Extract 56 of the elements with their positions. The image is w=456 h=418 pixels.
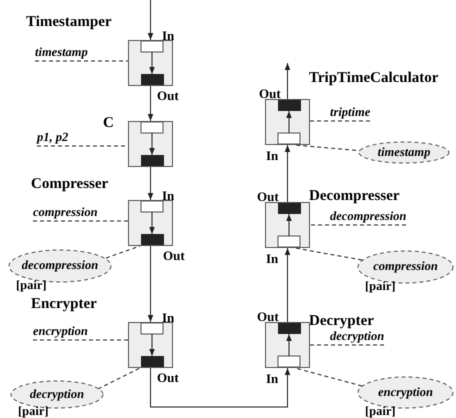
dependency-ellipse [357, 250, 454, 292]
port-label: Out [157, 89, 179, 102]
parameter-label: timestamp [35, 46, 88, 60]
component-name: C [103, 116, 114, 131]
port-label: In [266, 252, 278, 265]
parameter-label: decryption [330, 330, 384, 344]
port-label: Out [257, 190, 279, 203]
component-name: Decrypter [309, 314, 374, 329]
arrow [148, 86, 154, 122]
port-label: In [162, 189, 174, 202]
dependency-ellipse [8, 249, 112, 291]
leader-line [34, 60, 128, 62]
port-label: Out [257, 310, 279, 323]
parameter-label: decompression [330, 210, 406, 224]
port-label: In [162, 311, 174, 324]
component-name: Compresser [31, 177, 108, 192]
arrow [150, 368, 290, 408]
leader-line [98, 368, 140, 390]
leader-line [310, 224, 406, 226]
arrow [148, 166, 154, 200]
port-label: Out [157, 371, 179, 384]
arrow [284, 62, 290, 100]
parameter-label: compression [33, 206, 98, 220]
port-label: Out [163, 249, 185, 262]
parameter-label: encryption [33, 325, 88, 339]
leader-line [294, 368, 362, 386]
pair-tag: [pair] [365, 405, 396, 418]
leader-line [294, 248, 362, 260]
leader-line [106, 246, 140, 258]
port-label: In [266, 149, 278, 162]
component-name: Encrypter [31, 297, 97, 312]
parameter-name: timestamp [376, 146, 432, 158]
leader-line [32, 220, 128, 222]
arrow [284, 248, 290, 322]
parameter-name: decompression [20, 259, 100, 272]
parameter-name: decryption [28, 388, 86, 400]
arrow [148, 0, 154, 40]
parameter-label: p1, p2 [37, 131, 68, 145]
pair-tag: [pair] [18, 405, 49, 418]
port-label: Out [259, 87, 281, 100]
dependency-ellipse [10, 380, 104, 417]
port-label: In [266, 372, 278, 385]
parameter-name: compression [372, 260, 439, 272]
component-name: Timestamper [26, 15, 112, 30]
component-name: Decompresser [309, 189, 400, 204]
leader-line [310, 120, 370, 122]
leader-line [310, 344, 384, 346]
dependency-ellipse [357, 376, 454, 417]
component-name: TripTimeCalculator [309, 71, 438, 86]
pair-tag: [pair] [16, 279, 47, 292]
arrow [148, 246, 154, 322]
parameter-name: encryption [377, 386, 434, 398]
port-label: In [162, 29, 174, 42]
parameter-label: triptime [330, 106, 370, 120]
pair-tag: [pair] [365, 280, 396, 292]
arrow [284, 144, 290, 202]
